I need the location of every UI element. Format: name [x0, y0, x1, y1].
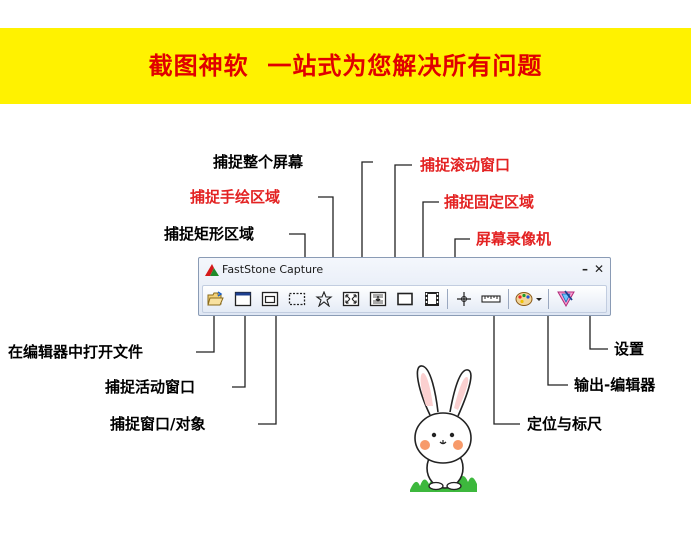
- capture-full-screen-button[interactable]: [340, 289, 362, 309]
- label-screen-recorder: 屏幕录像机: [476, 230, 552, 248]
- capture-scrolling-button[interactable]: [367, 289, 389, 309]
- label-capture-full-screen: 捕捉整个屏幕: [213, 153, 304, 171]
- label-locate-ruler: 定位与标尺: [527, 415, 603, 433]
- capture-fullscreen-icon: [342, 291, 360, 307]
- toolbar-separator: [548, 289, 549, 309]
- capture-window-object-button[interactable]: [259, 289, 281, 309]
- window-title: FastStone Capture: [222, 263, 324, 276]
- crosshair-icon: [457, 292, 471, 306]
- banner-title: 截图神软 一站式为您解决所有问题: [148, 52, 543, 80]
- capture-scrolling-icon: [369, 291, 387, 307]
- open-in-editor-button[interactable]: [205, 289, 227, 309]
- ruler-button[interactable]: [480, 289, 502, 309]
- label-capture-active-window: 捕捉活动窗口: [105, 378, 196, 396]
- label-open-in-editor: 在编辑器中打开文件: [8, 343, 144, 361]
- header-banner: 截图神软 一站式为您解决所有问题: [0, 28, 691, 104]
- label-capture-rectangle: 捕捉矩形区域: [164, 225, 255, 243]
- toolbar-separator: [508, 289, 509, 309]
- label-capture-window-object: 捕捉窗口/对象: [110, 415, 206, 433]
- ruler-icon: [481, 295, 501, 303]
- capture-toolbar: [202, 285, 607, 313]
- capture-freehand-button[interactable]: [313, 289, 335, 309]
- toolbar-separator: [447, 289, 448, 309]
- palette-output-icon: [515, 292, 542, 306]
- label-capture-fixed-region: 捕捉固定区域: [444, 193, 535, 211]
- capture-active-window-button[interactable]: [232, 289, 254, 309]
- output-editor-button[interactable]: [514, 289, 544, 309]
- capture-active-window-icon: [234, 291, 252, 307]
- label-settings: 设置: [614, 340, 645, 358]
- minimize-button[interactable]: –: [582, 262, 588, 276]
- capture-fixed-region-button[interactable]: [394, 289, 416, 309]
- capture-fixed-region-icon: [397, 292, 413, 306]
- screen-recorder-icon: [425, 292, 439, 306]
- bunny-illustration: [410, 365, 477, 492]
- open-folder-icon: [207, 291, 224, 306]
- capture-freehand-icon: [315, 291, 333, 307]
- settings-button[interactable]: [555, 289, 577, 309]
- close-button[interactable]: ✕: [593, 262, 604, 276]
- label-output-editor: 输出-编辑器: [574, 376, 656, 394]
- window-titlebar[interactable]: FastStone Capture – ✕: [199, 258, 610, 282]
- faststone-capture-window: FastStone Capture – ✕: [198, 257, 611, 316]
- settings-icon: [557, 290, 575, 308]
- label-capture-scrolling: 捕捉滚动窗口: [420, 156, 511, 174]
- locate-crosshair-button[interactable]: [453, 289, 475, 309]
- label-capture-freehand: 捕捉手绘区域: [190, 188, 281, 206]
- capture-window-object-icon: [261, 291, 279, 307]
- faststone-logo-icon: [205, 264, 219, 276]
- screen-recorder-button[interactable]: [421, 289, 443, 309]
- capture-rectangle-icon: [288, 292, 306, 306]
- capture-rectangle-button[interactable]: [286, 289, 308, 309]
